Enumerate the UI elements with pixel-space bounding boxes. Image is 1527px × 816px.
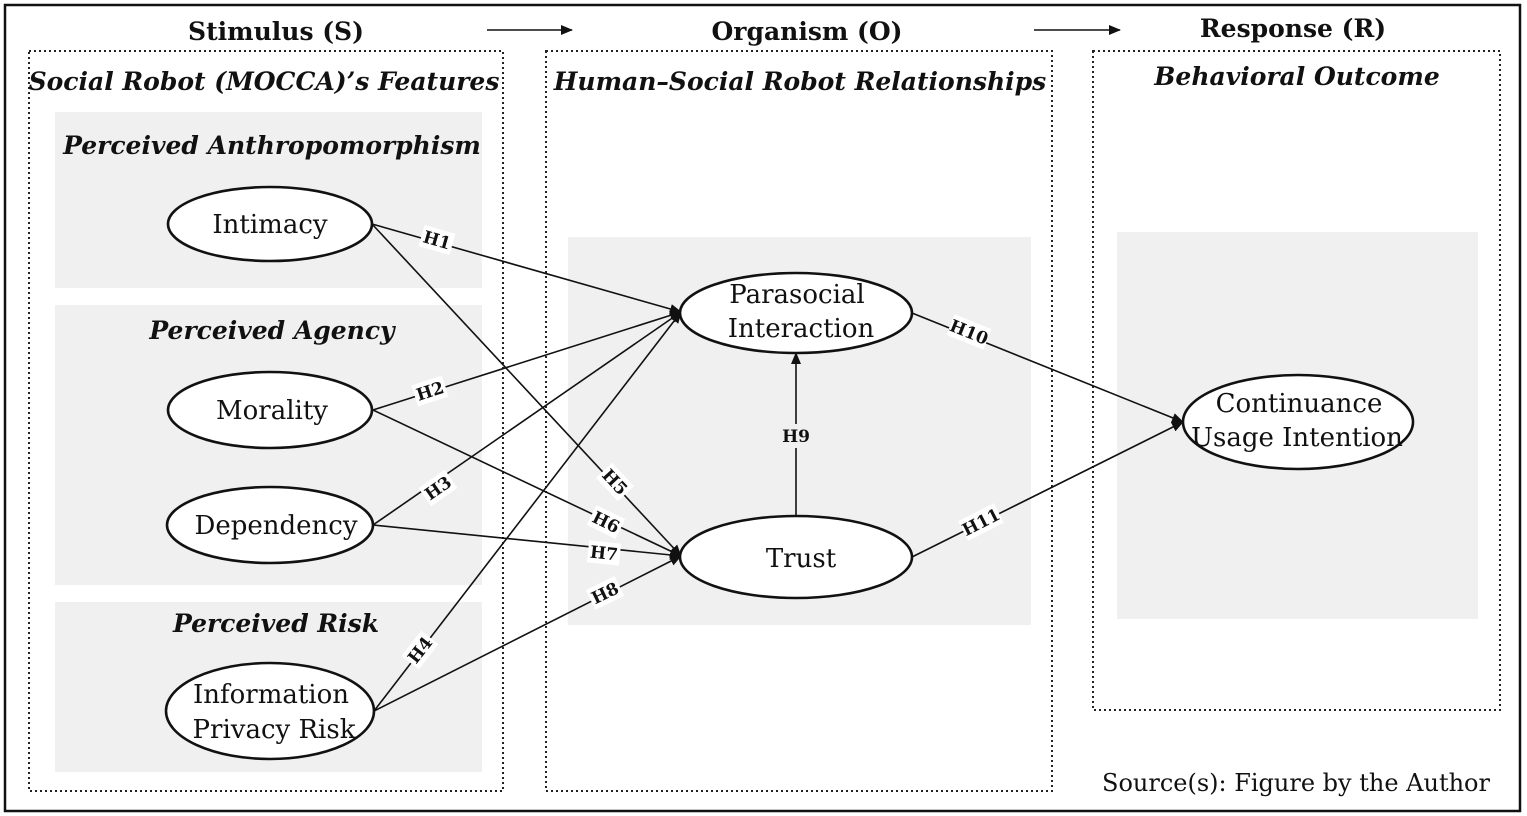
node-dependency: Dependency	[165, 485, 375, 565]
agency-group-title: Perceived Agency	[148, 316, 396, 345]
node-continuance-label-line1: Continuance	[1216, 389, 1383, 419]
node-trust: Trust	[678, 514, 914, 600]
node-dependency-label: Dependency	[194, 511, 357, 541]
node-parasocial-label-line1: Parasocial	[729, 280, 864, 310]
node-parasocial-interaction: Parasocial Interaction	[678, 271, 914, 355]
node-morality: Morality	[166, 370, 374, 450]
stimulus-column-title: Social Robot (MOCCA)’s Features	[29, 67, 500, 96]
node-intimacy: Intimacy	[166, 185, 374, 263]
node-privacy-label-line2: Privacy Risk	[193, 715, 356, 745]
edge-h8	[373, 555, 682, 712]
response-column-box	[1092, 50, 1501, 711]
stage-response: Response (R)	[1200, 14, 1386, 43]
stimulus-column-box	[28, 50, 504, 792]
node-privacy-label-line1: Information	[193, 680, 349, 710]
anthropomorphism-group-title: Perceived Anthropomorphism	[62, 131, 481, 160]
risk-group-title: Perceived Risk	[172, 609, 379, 638]
organism-column-box	[545, 50, 1053, 792]
edge-h6	[372, 409, 682, 557]
stage-organism: Organism (O)	[712, 17, 903, 46]
edge-h5	[371, 223, 682, 557]
node-parasocial-label-line2: Interaction	[728, 314, 875, 344]
response-column-title: Behavioral Outcome	[1153, 62, 1439, 91]
node-continuance-label-line2: Usage Intention	[1191, 423, 1403, 453]
stage-stimulus: Stimulus (S)	[188, 17, 364, 46]
node-morality-label: Morality	[216, 396, 328, 426]
node-continuance-usage-intention: Continuance Usage Intention	[1181, 373, 1415, 471]
label-h9: H9	[782, 427, 810, 447]
source-note: Source(s): Figure by the Author	[1102, 769, 1491, 797]
node-intimacy-label: Intimacy	[212, 210, 327, 240]
edge-h11	[911, 421, 1184, 558]
organism-column-title: Human–Social Robot Relationships	[553, 67, 1046, 96]
node-information-privacy-risk: Information Privacy Risk	[164, 661, 376, 761]
outer-frame	[3, 3, 1522, 813]
node-trust-label: Trust	[766, 544, 837, 574]
edge-h7	[372, 524, 682, 560]
label-h7: H7	[589, 543, 619, 566]
